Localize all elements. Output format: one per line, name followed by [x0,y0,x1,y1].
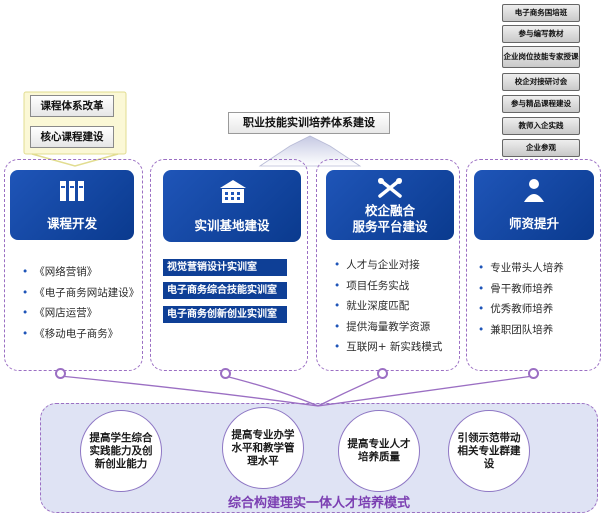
card-training-base-header: 实训基地建设 [163,170,301,242]
list-item: 提供海量教学资源 [334,317,442,338]
goal-circle-3: 提高专业人才培养质量 [338,410,420,492]
card-service-platform-title-1: 校企融合 [364,203,415,218]
list-item: 《电子商务网站建设》 [22,283,139,304]
card-teacher-improve-title: 师资提升 [508,216,559,231]
training-room-2: 电子商务综合技能实训室 [163,282,287,299]
tag-quality-course: 参与精品课程建设 [502,95,580,113]
tag-expert-lecture: 企业岗位技能专家授课 [502,46,580,68]
bottom-title: 综合构建理实一体人才培养模式 [227,496,410,511]
training-room-3: 电子商务创新创业实训室 [163,306,287,323]
list-item: 兼职团队培养 [478,320,564,341]
card-course-dev [4,159,143,371]
connector-dot [220,368,231,379]
list-item: 项目任务实战 [334,276,442,297]
list-item: 互联网+ 新实践模式 [334,337,442,358]
tag-textbook: 参与编写教材 [502,25,580,43]
list-item: 《移动电子商务》 [22,324,139,345]
card-service-platform [316,159,460,371]
list-item: 《网络营销》 [22,262,139,283]
list-item: 人才与企业对接 [334,255,442,276]
connector-dot [55,368,66,379]
goal-circle-2: 提高专业办学水平和教学管理水平 [222,407,304,489]
card-course-dev-header: 课程开发 [10,170,134,240]
books-icon [60,181,84,201]
top-title: 职业技能实训培养体系建设 [228,112,390,134]
card-training-base-title: 实训基地建设 [194,218,270,233]
card-course-dev-title: 课程开发 [46,216,97,231]
goal-circle-4: 引领示范带动相关专业群建设 [448,410,530,492]
card-teacher-improve-header: 师资提升 [474,170,594,240]
up-arrow-icon [258,135,362,167]
card-service-platform-list: 人才与企业对接 项目任务实战 就业深度匹配 提供海量教学资源 互联网+ 新实践模… [334,255,442,358]
tag-company-visit: 企业参观 [502,139,580,157]
list-item: 就业深度匹配 [334,296,442,317]
list-item: 骨干教师培养 [478,279,564,300]
tag-teacher-practice: 教师入企实践 [502,117,580,135]
list-item: 优秀教师培养 [478,299,564,320]
building-icon [220,180,246,203]
tools-icon [378,178,402,198]
teacher-icon [524,179,544,202]
connector-dot [528,368,539,379]
tag-seminar: 校企对接研讨会 [502,73,580,91]
reform-top-label: 课程体系改革 [30,95,114,117]
training-room-1: 视觉营销设计实训室 [163,259,287,276]
connector-lines [59,375,534,407]
card-teacher-improve-list: 专业带头人培养 骨干教师培养 优秀教师培养 兼职团队培养 [478,258,564,340]
connector-dot [377,368,388,379]
card-course-dev-list: 《网络营销》 《电子商务网站建设》 《网店运营》 《移动电子商务》 [22,262,139,344]
card-service-platform-header: 校企融合 服务平台建设 [326,170,454,240]
card-service-platform-title-2: 服务平台建设 [352,219,428,234]
list-item: 专业带头人培养 [478,258,564,279]
goal-circle-1: 提高学生综合实践能力及创新创业能力 [80,410,162,492]
tag-national-training: 电子商务国培班 [502,4,580,22]
reform-bottom-label: 核心课程建设 [30,126,114,148]
list-item: 《网店运营》 [22,303,139,324]
